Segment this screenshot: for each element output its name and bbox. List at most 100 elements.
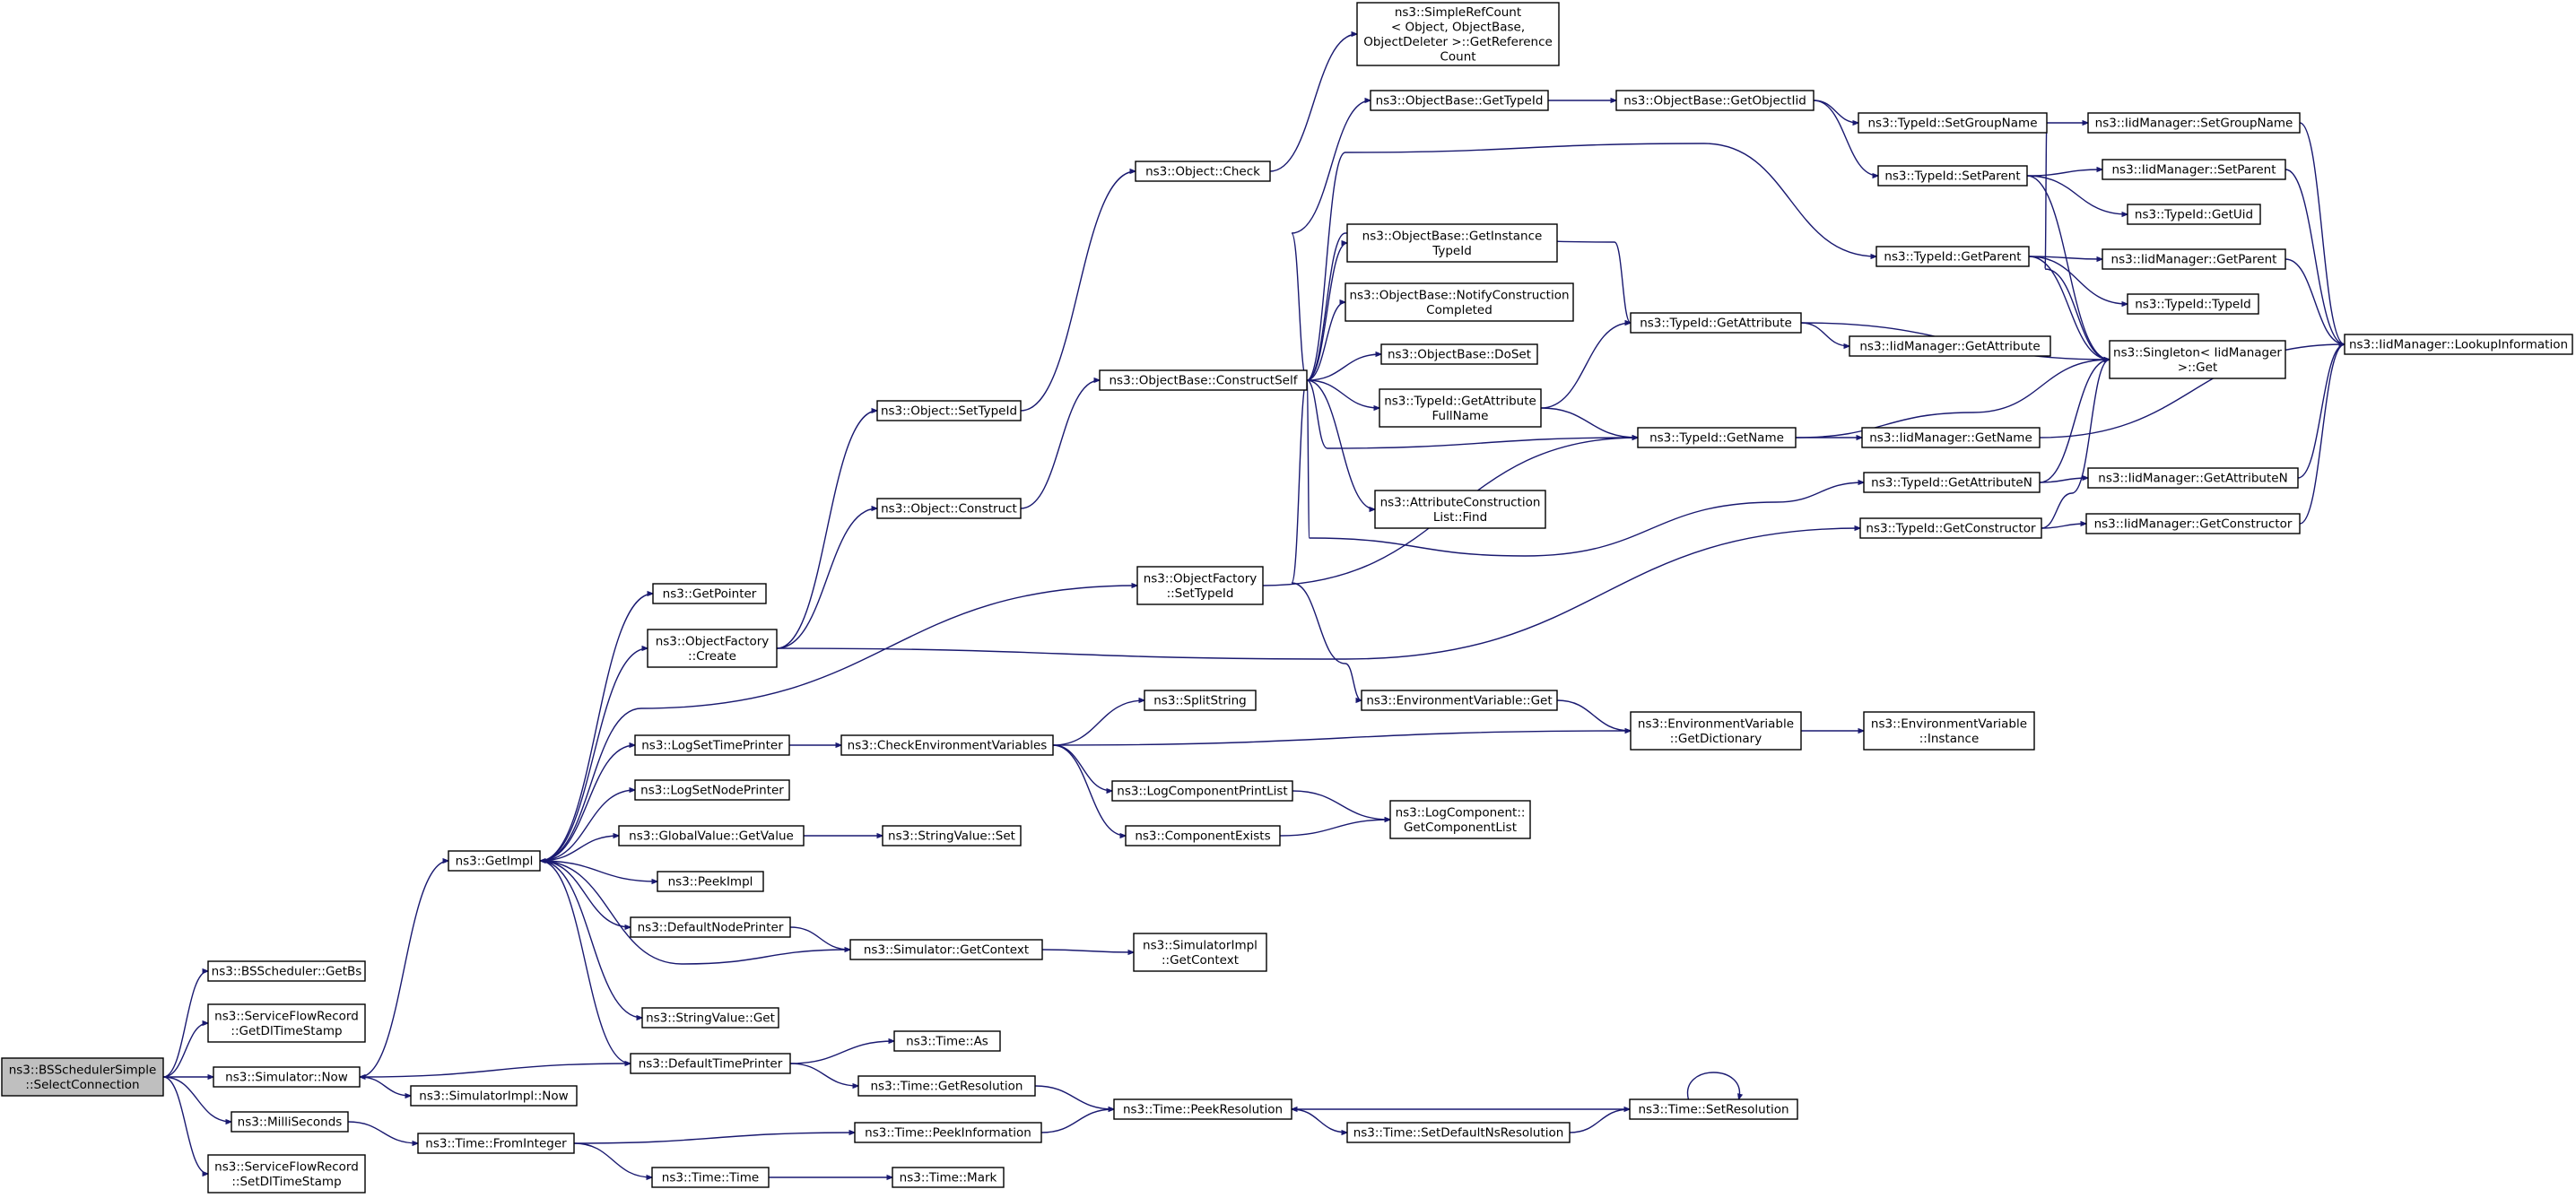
node-compExists[interactable]: ns3::ComponentExists [1125,825,1281,846]
edge-line [2026,169,2102,177]
node-box [1135,161,1271,182]
node-objSetTypeId[interactable]: ns3::Object::SetTypeId [876,400,1022,421]
node-box [1859,517,2042,539]
node-timeMark[interactable]: ns3::Time::Mark [892,1167,1005,1188]
node-tidGetCtor[interactable]: ns3::TypeId::GetConstructor [1859,517,2042,539]
node-iidGetName[interactable]: ns3::IidManager::GetName [1861,427,2041,448]
node-logSetTime[interactable]: ns3::LogSetTimePrinter [634,734,790,756]
edge-simNow-to-getImpl [359,861,448,1078]
node-sfGetDl[interactable]: ns3::ServiceFlowRecord::GetDlTimeStamp [207,1003,366,1043]
node-envInstance[interactable]: ns3::EnvironmentVariable::Instance [1863,711,2035,751]
node-obConstructSelf[interactable]: ns3::ObjectBase::ConstructSelf [1099,369,1308,391]
node-timeTime[interactable]: ns3::Time::Time [651,1167,770,1188]
node-box [1858,112,2048,134]
edge-line [1306,243,1347,381]
node-label: ns3::IidManager::SetGroupName [2095,117,2293,131]
node-label: ns3::TypeId::GetConstructor [1866,522,2036,536]
edge-obConstructSelf-to-envGet [1291,379,1362,700]
node-ofSetTypeId[interactable]: ns3::ObjectFactory::SetTypeId [1136,566,1264,605]
node-bsGetBs[interactable]: ns3::BSScheduler::GetBs [207,960,366,982]
node-obGetObjTid[interactable]: ns3::ObjectBase::GetObjectIid [1615,90,1815,111]
node-timePeekInfo[interactable]: ns3::Time::PeekInformation [854,1122,1042,1143]
node-checkEnv[interactable]: ns3::CheckEnvironmentVariables [840,734,1054,756]
node-getPointer[interactable]: ns3::GetPointer [652,583,767,604]
edge-iidSetParent-to-iidLookup [2284,169,2345,344]
node-envGetDict[interactable]: ns3::EnvironmentVariable::GetDictionary [1630,711,1802,751]
node-box [1877,165,2028,187]
edge-line [2041,360,2110,529]
edge-timePeekInfo-to-timePeekRes [1040,1109,1114,1133]
node-box [1136,566,1264,605]
node-ofCreate[interactable]: ns3::ObjectFactory::Create [647,629,778,668]
node-milli[interactable]: ns3::MilliSeconds [231,1111,349,1133]
node-timePeekRes[interactable]: ns3::Time::PeekResolution [1113,1098,1292,1120]
node-objCheck[interactable]: ns3::Object::Check [1135,161,1271,182]
node-iidSetParent[interactable]: ns3::IidManager::SetParent [2102,159,2286,180]
edge-simGetCtx-to-getImpl [540,861,851,965]
node-timeSetDef[interactable]: ns3::Time::SetDefaultNsResolution [1346,1122,1571,1143]
node-iidGetAttrN[interactable]: ns3::IidManager::GetAttributeN [2087,467,2299,489]
node-iidLookup[interactable]: ns3::IidManager::LookupInformation [2344,334,2573,355]
node-logCompGetList[interactable]: ns3::LogComponent::GetComponentList [1389,800,1531,839]
edge-obConstructSelf-to-obDoSet [1306,354,1381,381]
edge-milli-to-fromInt [347,1121,418,1143]
edge-line [162,1023,208,1078]
node-splitString[interactable]: ns3::SplitString [1144,690,1257,711]
node-gvGetValue[interactable]: ns3::GlobalValue::GetValue [618,825,805,846]
node-box [1615,90,1815,111]
node-simpleRef[interactable]: ns3::SimpleRefCount< Object, ObjectBase,… [1356,2,1560,66]
node-obNotify[interactable]: ns3::ObjectBase::NotifyConstructionCompl… [1345,282,1574,322]
edge-simGetCtx-to-simImplGetCtx [1041,949,1134,952]
node-iidGetCtor[interactable]: ns3::IidManager::GetConstructor [2085,513,2301,534]
node-svSet[interactable]: ns3::StringValue::Set [882,825,1022,846]
node-tidGetParent[interactable]: ns3::TypeId::GetParent [1875,246,2030,267]
node-fromInt[interactable]: ns3::Time::FromInteger [417,1133,575,1154]
node-obGetTypeId[interactable]: ns3::ObjectBase::GetTypeId [1370,90,1549,111]
node-timeSetRes[interactable]: ns3::Time::SetResolution [1629,1098,1798,1120]
node-simImplGetCtx[interactable]: ns3::SimulatorImpl::GetContext [1133,933,1267,972]
node-box [1629,1098,1798,1120]
node-obDoSet[interactable]: ns3::ObjectBase::DoSet [1380,343,1538,365]
edge-ofCreate-to-objSetTypeId [776,411,877,649]
node-simNow[interactable]: ns3::Simulator::Now [213,1066,361,1088]
node-svGet[interactable]: ns3::StringValue::Get [641,1007,779,1029]
node-simImplNow[interactable]: ns3::SimulatorImpl::Now [410,1085,578,1107]
node-objConstruct[interactable]: ns3::Object::Construct [876,498,1022,519]
edge-line [539,860,631,927]
node-defTime[interactable]: ns3::DefaultTimePrinter [630,1053,791,1074]
node-sfSetDl[interactable]: ns3::ServiceFlowRecord::SetDlTimeStamp [207,1154,366,1194]
node-simGetCtx[interactable]: ns3::Simulator::GetContext [849,939,1043,960]
node-singleton[interactable]: ns3::Singleton< IidManager>::Get [2109,340,2286,379]
node-box [1849,335,2051,357]
node-logCompPrint[interactable]: ns3::LogComponentPrintList [1111,780,1293,802]
node-label: ::SetDlTimeStamp [231,1175,341,1189]
node-envGet[interactable]: ns3::EnvironmentVariable::Get [1361,690,1558,711]
node-iidSetGroup[interactable]: ns3::IidManager::SetGroupName [2087,112,2301,134]
node-timeGetRes[interactable]: ns3::Time::GetResolution [857,1075,1036,1097]
node-tidGetUid[interactable]: ns3::TypeId::GetUid [2127,204,2261,225]
node-logSetNode[interactable]: ns3::LogSetNodePrinter [634,779,790,801]
node-tidGetName[interactable]: ns3::TypeId::GetName [1637,427,1797,448]
node-timeAs[interactable]: ns3::Time::As [893,1030,1001,1052]
node-label: ns3::StringValue::Set [888,829,1015,844]
node-tidSetParent[interactable]: ns3::TypeId::SetParent [1877,165,2028,187]
node-tidSetGroup[interactable]: ns3::TypeId::SetGroupName [1858,112,2048,134]
node-tidTypeId[interactable]: ns3::TypeId::TypeId [2127,293,2259,315]
edge-tidGetAttrN-to-iidGetAttrN [2039,478,2088,483]
edge-line [573,1133,855,1144]
node-label: ns3::TypeId::GetAttribute [1640,317,1792,331]
node-root[interactable]: ns3::BSSchedulerSimple::SelectConnection [1,1057,164,1097]
edge-line [539,745,635,862]
node-iidGetAttr[interactable]: ns3::IidManager::GetAttribute [1849,335,2051,357]
node-peekImpl[interactable]: ns3::PeekImpl [657,871,764,892]
node-iidGetParent[interactable]: ns3::IidManager::GetParent [2102,248,2286,270]
node-getImpl[interactable]: ns3::GetImpl [448,850,541,872]
node-tidGetAttr[interactable]: ns3::TypeId::GetAttribute [1630,312,1802,334]
node-box [1630,312,1802,334]
node-tidGetAttrN[interactable]: ns3::TypeId::GetAttributeN [1863,472,2041,493]
node-label: ns3::IidManager::GetConstructor [2094,517,2293,532]
node-defNode[interactable]: ns3::DefaultNodePrinter [630,916,791,938]
